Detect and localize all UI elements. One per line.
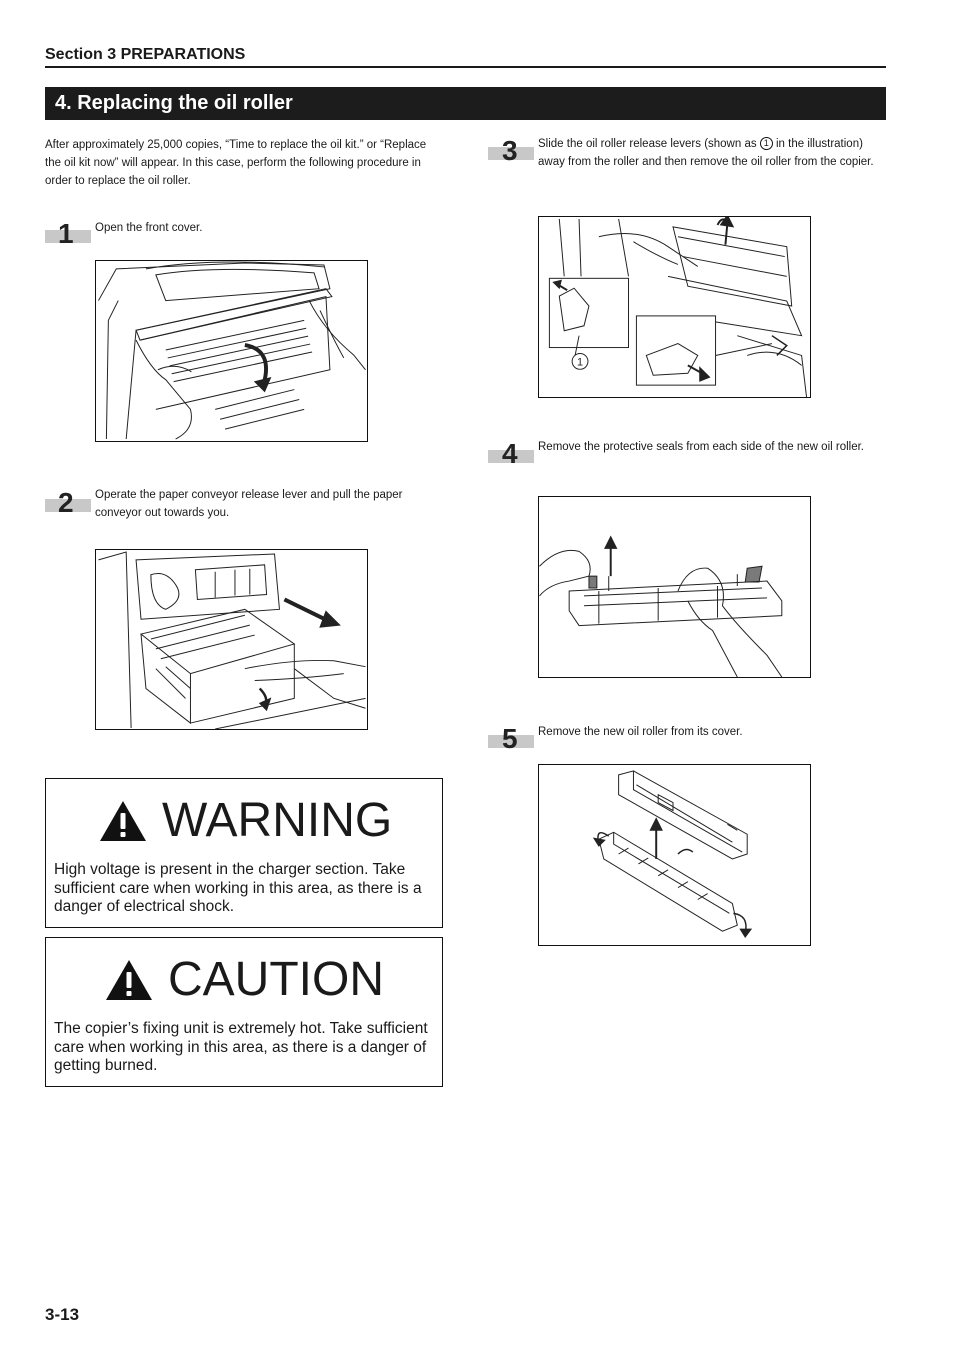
step-badge (488, 735, 534, 748)
callout-ref: 1 (759, 137, 773, 150)
warning-box: WARNING High voltage is present in the c… (45, 778, 443, 928)
figure-pull-paper-conveyor (95, 549, 368, 730)
step-number: 2 (58, 487, 74, 518)
step-text: Remove the new oil roller from its cover… (538, 726, 743, 738)
figure-callout-1: 1 (577, 356, 583, 368)
figure-release-levers: 1 (538, 216, 811, 398)
warning-text: High voltage is present in the charger s… (54, 861, 422, 915)
step-number: 1 (58, 218, 74, 249)
step-text: Remove the protective seals from each si… (538, 441, 864, 453)
illustration-remove-seals (539, 535, 783, 677)
step-badge (45, 499, 91, 512)
title-bar: 4. Replacing the oil roller (45, 87, 886, 120)
figure-remove-cover (538, 764, 811, 946)
figure-open-front-cover (95, 260, 368, 442)
step-badge (488, 450, 534, 463)
warning-triangle-icon (100, 801, 146, 841)
figure-remove-seals (538, 496, 811, 678)
step-badge (488, 147, 534, 160)
step-text: Open the front cover. (95, 222, 203, 234)
warning-heading: WARNING (162, 794, 393, 847)
step-number: 4 (502, 438, 518, 469)
page-number: 3-13 (45, 1305, 80, 1324)
header-rule (45, 66, 886, 68)
warning-triangle-icon (106, 960, 152, 1000)
step-text: Slide the oil roller release levers (sho… (538, 137, 874, 168)
step-badge (45, 230, 91, 243)
caution-heading: CAUTION (168, 953, 384, 1006)
step-number: 5 (502, 723, 518, 754)
page-title: 4. Replacing the oil roller (55, 92, 293, 114)
illustration-release-levers: 1 (548, 217, 808, 397)
illustration-paper-conveyor (98, 551, 366, 729)
caution-text: The copier’s fixing unit is extremely ho… (54, 1020, 428, 1074)
caution-box: CAUTION The copier’s fixing unit is extr… (45, 937, 443, 1087)
intro-paragraph: After approximately 25,000 copies, “Time… (45, 139, 427, 187)
step-text: Operate the paper conveyor release lever… (95, 489, 403, 519)
section-header: Section 3 PREPARATIONS (45, 46, 246, 63)
step-number: 3 (502, 135, 518, 166)
illustration-remove-cover (592, 770, 753, 938)
illustration-open-cover (98, 261, 366, 440)
